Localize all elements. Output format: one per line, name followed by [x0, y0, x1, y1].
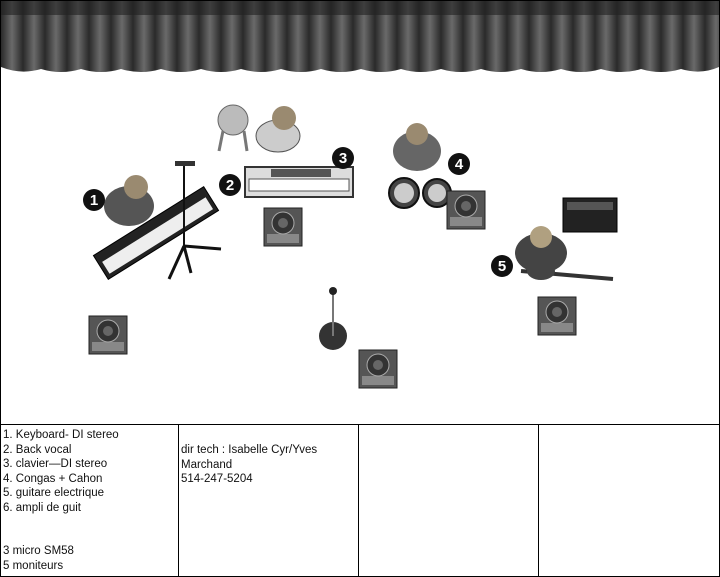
input-item: 6. ampli de guit — [3, 501, 81, 514]
mic-stand-icon — [167, 161, 222, 280]
badge-3: 3 — [332, 147, 354, 169]
contact-phone: 514-247-5204 — [181, 473, 253, 485]
stool-icon — [217, 104, 249, 152]
monitor-wedge-icon — [358, 349, 398, 389]
badge-5: 5 — [491, 255, 513, 277]
musician-icon — [104, 175, 154, 226]
musician-icon — [393, 123, 441, 171]
stage-diagram: 1 2 3 4 5 — [1, 1, 719, 424]
input-item: 4. Congas + Cahon — [3, 472, 103, 485]
badge-1: 1 — [83, 189, 105, 211]
info-table: 1. Keyboard- DI stereo 2. Back vocal 3. … — [1, 424, 719, 577]
input-item: 5. guitare electrique — [3, 487, 105, 499]
amp-icon — [562, 197, 618, 233]
contact-cell: dir tech : Isabelle Cyr/Yves Marchand 51… — [179, 425, 359, 577]
svg-text:4: 4 — [455, 156, 464, 173]
svg-text:3: 3 — [339, 150, 347, 167]
svg-text:5: 5 — [498, 258, 506, 275]
empty-cell — [359, 425, 539, 577]
contact-line: dir tech : Isabelle Cyr/Yves — [181, 444, 318, 456]
musician-icon — [255, 106, 301, 153]
curtain-icon — [1, 1, 719, 72]
empty-cell — [539, 425, 719, 577]
monitor-wedge-icon — [88, 315, 128, 355]
mic-stand-icon — [319, 287, 347, 350]
svg-text:2: 2 — [226, 177, 234, 194]
svg-text:1: 1 — [90, 192, 98, 209]
conga-icon — [388, 177, 452, 209]
musician-icon — [515, 226, 567, 273]
badge-4: 4 — [448, 153, 470, 175]
input-list-cell: 1. Keyboard- DI stereo 2. Back vocal 3. … — [1, 425, 179, 577]
input-item: 1. Keyboard- DI stereo — [3, 429, 119, 441]
keyboard-icon — [244, 166, 354, 198]
keyboard-icon — [92, 185, 220, 281]
contact-line: Marchand — [181, 458, 233, 471]
input-item: 3. clavier—DI stereo — [3, 458, 108, 470]
monitor-wedge-icon — [537, 296, 577, 336]
gear-item: 5 moniteurs — [3, 559, 64, 572]
gear-item: 3 micro SM58 — [3, 545, 74, 557]
input-item: 2. Back vocal — [3, 443, 72, 456]
badge-2: 2 — [219, 174, 241, 196]
monitor-wedge-icon — [263, 207, 303, 247]
monitor-wedge-icon — [446, 190, 486, 230]
